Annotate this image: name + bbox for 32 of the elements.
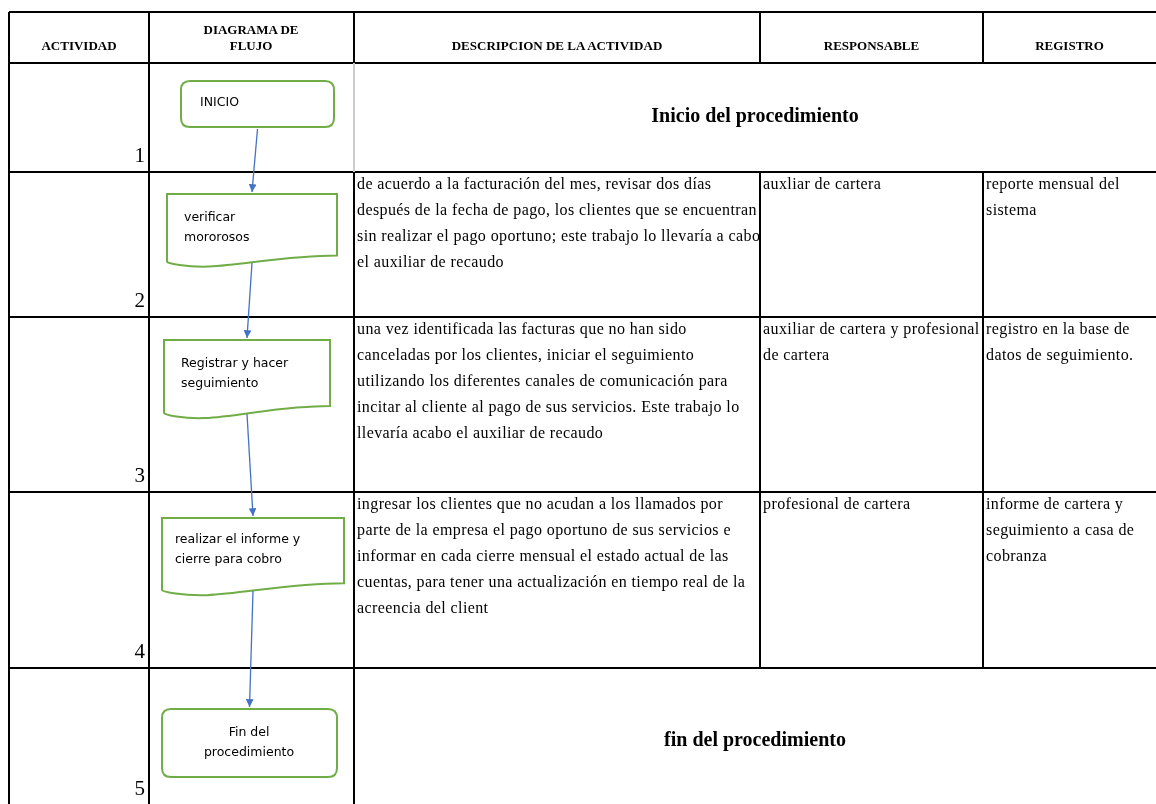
column-header: DIAGRAMA DE FLUJO xyxy=(202,22,300,54)
responsible-text: auxiliar de cartera y profesional de cartera xyxy=(763,319,981,365)
description-text: una vez identificada las facturas que no han sido canceladas por los clientes, iniciar el seguimiento utilizando los diferentes canales de comunicación para incitar al cliente al pago de sus servicios. Este trabajo lo llevaría acabo el auxiliar de recaudo xyxy=(357,319,741,443)
column-header: REGISTRO xyxy=(1034,38,1105,54)
node-label: realizar el informe y cierre para cobro xyxy=(175,530,302,568)
description-text: ingresar los clientes que no acudan a los llamados por parte de la empresa el pago oportuno de sus servicios e informar en cada cierre mensual el estado actual de las cuentas, para tener una actualización en tiempo real de la acreencia del client xyxy=(357,494,747,618)
responsible-text: auxliar de cartera xyxy=(763,174,883,194)
arrow xyxy=(246,413,257,517)
row-number: 3 xyxy=(133,463,145,488)
responsible-text: profesional de cartera xyxy=(763,494,912,515)
procedure-heading: Inicio del procedimiento xyxy=(650,104,860,127)
node-label: Fin del procedimiento xyxy=(202,723,296,761)
node-label: verificar mororosos xyxy=(184,208,251,246)
node-label: Registrar y hacer seguimiento xyxy=(181,354,290,392)
record-text: registro en la base de datos de seguimiento. xyxy=(986,319,1135,366)
arrow xyxy=(248,128,259,193)
node-label: INICIO xyxy=(200,93,240,111)
terminal-box xyxy=(161,708,338,778)
record-text: reporte mensual del sistema xyxy=(986,174,1121,220)
row-number: 5 xyxy=(133,776,145,801)
description-text: de acuerdo a la facturación del mes, revisar dos días después de la fecha de pago, los clientes que se encuentran sin realizar el pago oportuno; este trabajo lo llevaría a cabo el auxiliar de recaudo xyxy=(357,174,761,272)
column-header: RESPONSABLE xyxy=(822,38,921,54)
record-text: informe de cartera y seguimiento a casa de cobranza xyxy=(986,494,1136,566)
column-header: DESCRIPCION DE LA ACTIVIDAD xyxy=(450,38,664,54)
arrow xyxy=(245,590,254,708)
arrow xyxy=(243,262,253,339)
row-number: 2 xyxy=(133,288,145,313)
terminal-box xyxy=(180,80,335,128)
column-header: ACTIVIDAD xyxy=(40,38,118,54)
row-number: 4 xyxy=(133,639,145,664)
procedure-heading: fin del procedimiento xyxy=(663,728,847,751)
row-number: 1 xyxy=(133,143,145,168)
